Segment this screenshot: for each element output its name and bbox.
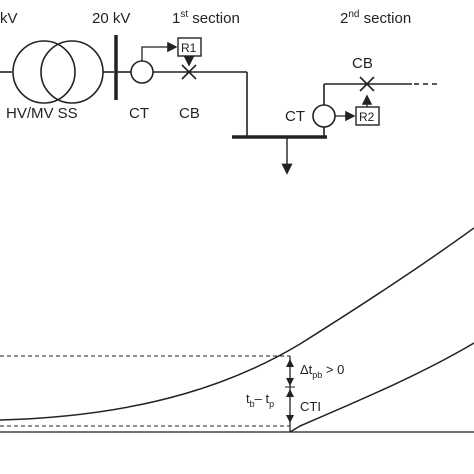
ct-1-symbol [130, 60, 154, 84]
cb-1-label: CB [179, 105, 200, 122]
upstream-relay-curve [0, 227, 474, 421]
tb-minus-tp-label: tb– tp [246, 391, 274, 409]
ct-1-signal-arrow [141, 41, 178, 61]
cb-2-label: CB [352, 55, 373, 72]
cb-1-symbol [181, 64, 197, 80]
cb-2-symbol [359, 76, 375, 92]
substation-label: HV/MV SS [6, 105, 78, 122]
voltage-label: 20 kV [92, 10, 130, 27]
relay-r1-label: R1 [181, 41, 197, 55]
delta-tpb-label: Δtpb > 0 [300, 362, 344, 380]
ct-2-symbol [312, 104, 336, 128]
section-2-label: 2nd section [340, 9, 411, 27]
transformer-winding-2 [40, 40, 104, 104]
relay-r2-label: R2 [359, 110, 375, 124]
cti-label: CTI [300, 399, 321, 414]
kv-label: kV [0, 10, 18, 27]
section-1-label: 1st section [172, 9, 240, 27]
ct-2-label: CT [285, 108, 305, 125]
ct-1-label: CT [129, 105, 149, 122]
downstream-relay-curve [289, 342, 474, 433]
transformer-winding-1 [12, 40, 76, 104]
single-line-diagram: kV 20 kV 1st section 2nd section HV/MV S… [0, 9, 440, 175]
tcc-plot: Δtpb > 0 CTI tb– tp [0, 227, 474, 433]
